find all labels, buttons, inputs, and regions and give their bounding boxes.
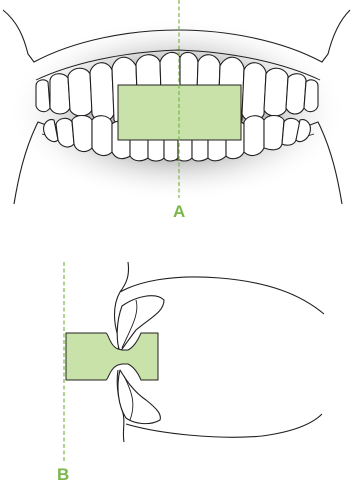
upper-tooth	[36, 80, 50, 112]
lower-tooth	[92, 116, 112, 156]
lower-tooth	[72, 116, 92, 152]
label-b: B	[57, 466, 69, 483]
upper-tooth	[90, 63, 114, 122]
upper-tooth	[286, 74, 306, 114]
side-view	[64, 262, 324, 462]
upper-tooth	[68, 68, 92, 116]
upper-tooth	[50, 74, 70, 114]
lower-tooth	[264, 116, 284, 150]
bite-block-side	[66, 333, 158, 380]
lower-tooth	[56, 118, 74, 147]
upper-tooth	[304, 80, 318, 112]
front-view	[3, 0, 350, 204]
lower-tooth	[244, 116, 264, 156]
upper-tooth	[242, 63, 266, 122]
label-a: A	[173, 203, 185, 220]
upper-tooth	[264, 68, 288, 116]
